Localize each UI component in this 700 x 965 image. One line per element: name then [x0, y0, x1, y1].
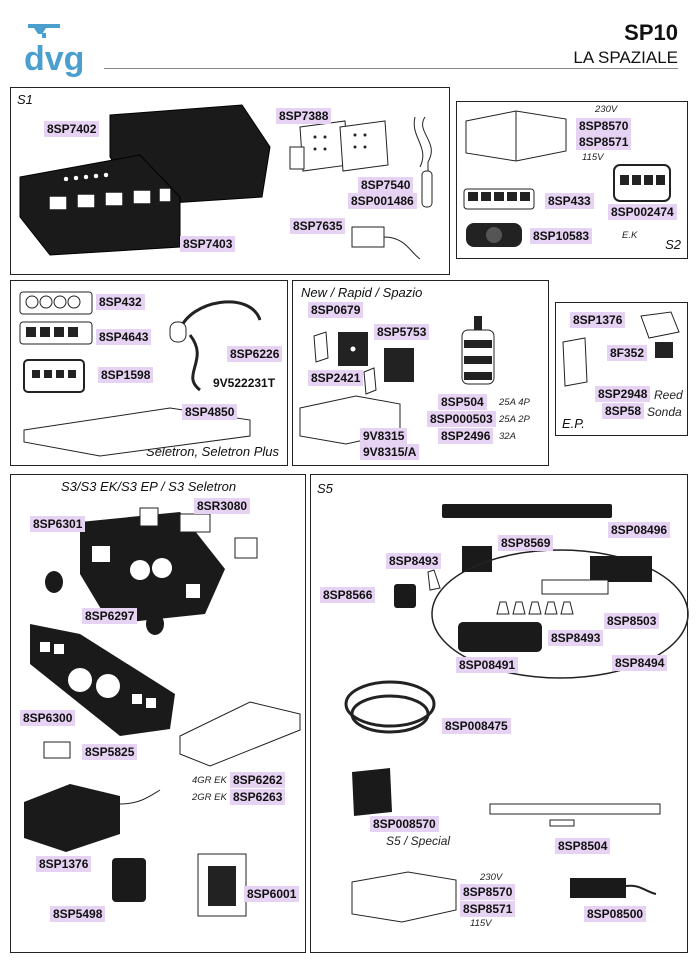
part-label: 8SP1376 [36, 856, 92, 872]
panel-title: S2 [665, 237, 681, 252]
part-label: 8SP008570 [370, 816, 439, 832]
part-label: 8SP7388 [276, 108, 332, 124]
part-label: 8SP2496 [438, 428, 494, 444]
part-label: 8SP8503 [604, 613, 660, 629]
part-label: 8SP7540 [358, 177, 414, 193]
part-label: 8SP6263 [230, 789, 286, 805]
rating-note: 32A [499, 431, 516, 442]
rating-note: 25A 4P [499, 397, 530, 408]
part-label: 8SP8571 [460, 901, 516, 917]
part-label: 8SP7402 [44, 121, 100, 137]
header-rule [104, 68, 678, 69]
part-label: 8SP4850 [182, 404, 238, 420]
voltage-note: 115V [470, 918, 492, 929]
part-label: 8SP504 [438, 394, 487, 410]
variant-note: 4GR EK [192, 775, 227, 786]
s2-parts-drawing [463, 110, 671, 247]
seletron-parts-drawing [19, 291, 262, 457]
part-label: 8SP2948 [595, 386, 651, 402]
model-title: SP10 [624, 20, 678, 45]
brand-wordmark: dvg [24, 40, 84, 78]
new-rapid-parts-drawing [299, 316, 495, 445]
voltage-note: 115V [582, 152, 604, 163]
part-label: 8SP002474 [608, 204, 677, 220]
part-label: 8SP6300 [20, 710, 76, 726]
manufacturer-title: LA SPAZIALE [573, 48, 678, 67]
panel-title: Seletron, Seletron Plus [146, 444, 279, 459]
part-label: 9V8315 [360, 428, 408, 444]
sensor-note: Reed [654, 388, 683, 402]
part-label: 8SP08491 [456, 657, 519, 673]
part-label: 9V8315/A [360, 444, 420, 460]
voltage-note: 230V [595, 104, 618, 115]
part-label: 9V522231T [213, 376, 276, 390]
part-label: 8SP8570 [576, 118, 632, 134]
variant-note: S5 / Special [386, 834, 451, 848]
part-label: 8SP6262 [230, 772, 286, 788]
panel-title: S5 [317, 481, 333, 496]
part-label: 8SP6001 [244, 886, 300, 902]
rating-note: 25A 2P [499, 414, 530, 425]
part-label: 8SP5753 [374, 324, 430, 340]
s5-parts-drawing [344, 504, 689, 923]
part-label: 8SP1376 [570, 312, 626, 328]
part-label: 8SP6301 [30, 516, 86, 532]
panel-title: E.P. [562, 416, 585, 431]
part-label: 8SP08496 [608, 522, 671, 538]
part-label: 8SP8504 [555, 838, 611, 854]
part-label: 8SP6297 [82, 608, 138, 624]
voltage-note: 230V [480, 872, 503, 883]
part-label: 8F352 [607, 345, 648, 361]
part-label: 8SP5498 [50, 906, 106, 922]
part-label: 8SP6226 [227, 346, 283, 362]
dvg-logo: dvg [24, 24, 84, 78]
s3-parts-drawing [24, 507, 301, 917]
part-label: 8SP8570 [460, 884, 516, 900]
part-label: 8SP0679 [308, 302, 364, 318]
part-label: 8SP001486 [348, 193, 417, 209]
part-label: 8SP008475 [442, 718, 511, 734]
part-label: 8SP2421 [308, 370, 364, 386]
part-label: 8SP10583 [530, 228, 593, 244]
variant-note: E.K [622, 230, 638, 241]
part-label: 8SP7635 [290, 218, 346, 234]
part-label: 8SP5825 [82, 744, 138, 760]
variant-note: 2GR EK [192, 792, 227, 803]
panel-title: S1 [17, 92, 33, 107]
s1-parts-drawing [19, 104, 433, 260]
sensor-note: Sonda [647, 405, 682, 419]
panel-s5: S5 [310, 474, 688, 953]
part-label: 8SP1598 [98, 367, 154, 383]
part-label: 8SP8494 [612, 655, 668, 671]
part-label: 8SP4643 [96, 329, 152, 345]
panel-title: New / Rapid / Spazio [301, 285, 423, 300]
part-label: 8SP58 [602, 403, 645, 419]
part-label: 8SP7403 [180, 236, 236, 252]
part-label: 8SP000503 [427, 411, 496, 427]
part-label: 8SP433 [545, 193, 594, 209]
part-label: 8SP432 [96, 294, 145, 310]
part-label: 8SP8493 [548, 630, 604, 646]
part-label: 8SP8569 [498, 535, 554, 551]
ep-parts-drawing [562, 311, 680, 387]
part-label: 8SR3080 [194, 498, 251, 514]
part-label: 8SP8571 [576, 134, 632, 150]
part-label: 8SP08500 [584, 906, 647, 922]
part-label: 8SP8566 [320, 587, 376, 603]
part-label: 8SP8493 [386, 553, 442, 569]
panel-title: S3/S3 EK/S3 EP / S3 Seletron [61, 479, 237, 494]
